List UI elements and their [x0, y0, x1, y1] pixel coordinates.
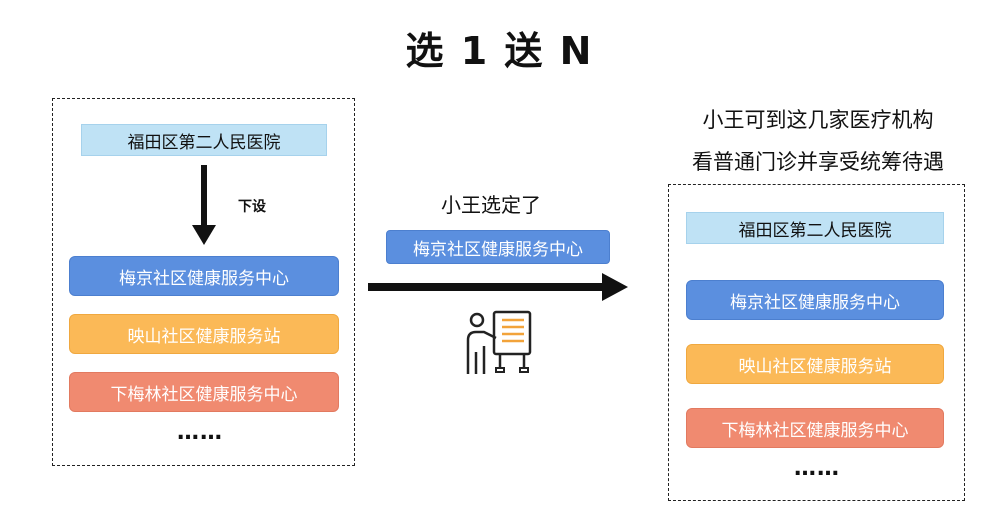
left-ellipsis: ……	[177, 420, 223, 445]
right-ellipsis: ……	[794, 456, 840, 481]
right-arrow	[368, 273, 628, 301]
chosen-center-box: 梅京社区健康服务中心	[386, 230, 610, 264]
down-arrow	[192, 165, 216, 245]
right-center-xiameilin: 下梅林社区健康服务中心	[686, 408, 944, 448]
right-caption-line1: 小王可到这几家医疗机构	[702, 108, 934, 132]
left-center-yingshan: 映山社区健康服务站	[69, 314, 339, 354]
right-panel	[668, 184, 965, 501]
presenter-at-board-icon	[466, 310, 532, 374]
left-center-xiameilin: 下梅林社区健康服务中心	[69, 372, 339, 412]
right-center-meijing: 梅京社区健康服务中心	[686, 280, 944, 320]
left-panel	[52, 98, 355, 466]
page-title: 选 1 送 N	[405, 29, 594, 73]
right-caption-line2: 看普通门诊并享受统筹待遇	[692, 150, 944, 174]
chosen-label: 小王选定了	[441, 193, 541, 217]
left-hospital-box: 福田区第二人民医院	[81, 124, 327, 156]
right-hospital-box: 福田区第二人民医院	[686, 212, 944, 244]
right-center-yingshan: 映山社区健康服务站	[686, 344, 944, 384]
arrow-label-xiashe: 下设	[238, 199, 266, 215]
left-center-meijing: 梅京社区健康服务中心	[69, 256, 339, 296]
